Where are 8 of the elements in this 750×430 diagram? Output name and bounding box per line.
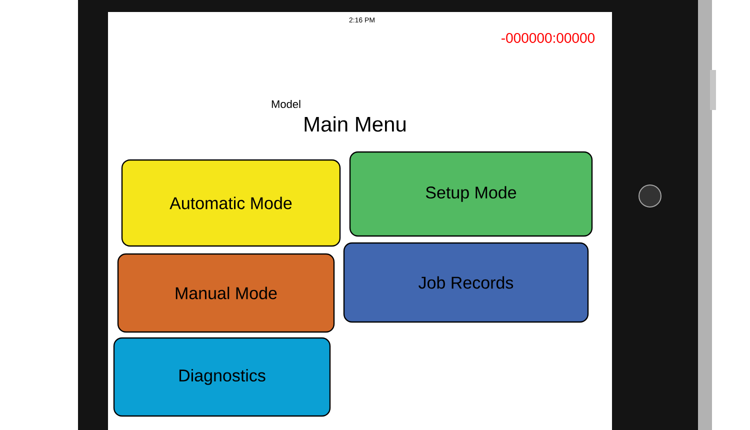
menu-button: Diagnostics — [113, 337, 331, 417]
subtitle: Model — [272, 100, 300, 108]
menu-button: Manual Mode — [117, 253, 335, 333]
menu-button: Setup Mode — [349, 151, 593, 237]
title: Main Menu — [304, 116, 406, 132]
counter-readout: -000000:00000 — [502, 33, 595, 43]
menu-button: Job Records — [343, 242, 589, 323]
menu-button: Automatic Mode — [121, 159, 341, 247]
